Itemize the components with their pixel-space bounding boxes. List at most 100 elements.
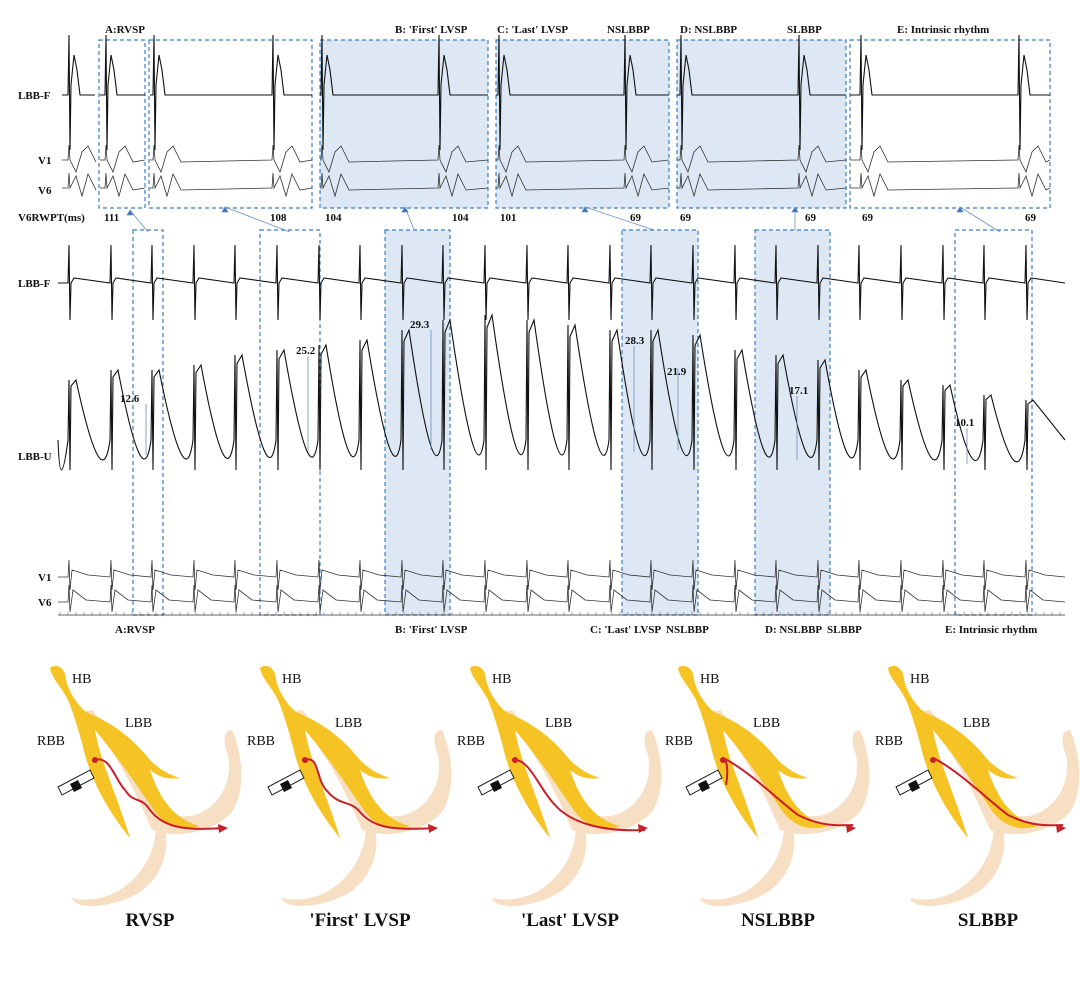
label-hb: HB — [910, 672, 929, 687]
arrowhead-icon — [401, 206, 409, 213]
lead-electrode — [490, 780, 502, 792]
label-hb: HB — [700, 672, 719, 687]
label-rbb: RBB — [665, 734, 693, 749]
segment-label-e: E: Intrinsic rhythm — [897, 24, 989, 36]
arrowhead-icon — [126, 209, 134, 216]
rwpt-value: 69 — [630, 212, 642, 224]
shade-b — [320, 40, 488, 208]
box-c — [495, 39, 670, 209]
lbbf-trace — [150, 34, 312, 151]
pacing-site-icon — [512, 757, 518, 763]
rwpt-value: 69 — [862, 212, 874, 224]
connector-arrows — [126, 206, 1001, 233]
label-rbb: RBB — [37, 734, 65, 749]
pacing-site-icon — [92, 757, 98, 763]
lbbf-trace — [320, 34, 488, 151]
segment-label-d: D: NSLBBP — [680, 24, 737, 36]
lbbf-trace — [62, 34, 95, 151]
measure-value: 12.6 — [120, 393, 140, 405]
amplitude-measurements — [145, 330, 968, 464]
v6-trace — [100, 172, 146, 198]
top-traces — [62, 34, 1051, 198]
arrowhead-icon — [218, 824, 228, 833]
connector-arrow — [959, 206, 1001, 233]
bottom-label-b: B: 'First' LVSP — [395, 624, 468, 636]
time-axis-ticks — [59, 612, 1061, 615]
box-a1 — [132, 229, 164, 616]
panel-title: 'First' LVSP — [309, 910, 411, 931]
v1-trace — [496, 144, 670, 174]
lead-electrode — [698, 780, 710, 792]
label-hb: HB — [72, 672, 91, 687]
conduction-system — [260, 665, 410, 838]
lbbf-trace — [58, 244, 1066, 321]
v6-trace — [850, 172, 1051, 198]
shade-c — [622, 230, 698, 615]
label-lbb: LBB — [335, 716, 362, 731]
arrowhead-icon — [428, 824, 438, 833]
measure-value: 10.1 — [955, 417, 974, 429]
label-rbb: RBB — [247, 734, 275, 749]
panel-title: SLBBP — [958, 910, 1019, 931]
label-hb: HB — [492, 672, 511, 687]
pacing-site-icon — [930, 757, 936, 763]
segment-label-a: A:RVSP — [105, 24, 145, 36]
lead-electrode — [908, 780, 920, 792]
measure-value: 29.3 — [410, 319, 430, 331]
lbbf-trace — [850, 34, 1050, 151]
lbbf-trace — [496, 34, 669, 151]
box-e — [849, 39, 1051, 209]
v6-trace — [58, 584, 1066, 613]
row-label-v6: V6 — [38, 185, 52, 197]
segment-label-b: B: 'First' LVSP — [395, 24, 468, 36]
top-panel: A:RVSP B: 'First' LVSP C: 'Last' LVSP NS… — [18, 24, 1051, 224]
anatomy-panel: HB LBB RBB 'First' LVSP — [247, 665, 452, 931]
lead-electrode — [70, 780, 82, 792]
segment-label-c-right: NSLBBP — [607, 24, 650, 36]
arrowhead-icon — [791, 206, 799, 213]
bottom-label-d: D: NSLBBP SLBBP — [765, 624, 862, 636]
row-label-lbbf: LBB-F — [18, 278, 51, 290]
conduction-system — [470, 665, 620, 838]
panel-title: 'Last' LVSP — [521, 910, 619, 931]
lbbf-trace — [100, 34, 145, 151]
v6-trace — [62, 172, 97, 198]
row-label-v6: V6 — [38, 597, 52, 609]
row-label-v1: V1 — [38, 155, 51, 167]
v1-trace — [850, 144, 1051, 174]
label-rbb: RBB — [457, 734, 485, 749]
v1-trace — [150, 144, 313, 174]
measure-value: 25.2 — [296, 345, 316, 357]
activation-arrow — [304, 758, 436, 830]
panel-title: NSLBBP — [741, 910, 815, 931]
row-label-v1: V1 — [38, 572, 51, 584]
v1-trace — [320, 144, 489, 174]
activation-arrow — [514, 759, 646, 832]
measure-value: 21.9 — [667, 366, 687, 378]
rwpt-value: 104 — [452, 212, 469, 224]
v6-trace — [677, 172, 847, 198]
shade-b — [385, 230, 450, 615]
lead-electrode — [280, 780, 292, 792]
arrowhead-icon — [221, 206, 229, 213]
v1-trace — [677, 144, 847, 174]
segment-label-c: C: 'Last' LVSP — [497, 24, 568, 36]
rwpt-value: 104 — [325, 212, 342, 224]
row-label-lbbu: LBB-U — [18, 451, 52, 463]
activation-arrow — [94, 758, 226, 830]
rwpt-value: 69 — [805, 212, 817, 224]
rwpt-value: 108 — [270, 212, 287, 224]
panel-title: RVSP — [126, 910, 175, 931]
v1-trace — [100, 144, 146, 174]
rwpt-values: 111 108 104 104 101 69 69 69 69 69 — [104, 212, 1037, 224]
box-a2 — [148, 39, 313, 209]
arrowhead-icon — [638, 824, 648, 833]
box-d — [676, 39, 847, 209]
measure-value: 17.1 — [789, 385, 808, 397]
box-a1 — [98, 39, 146, 209]
label-hb: HB — [282, 672, 301, 687]
lbbf-trace — [677, 34, 846, 151]
